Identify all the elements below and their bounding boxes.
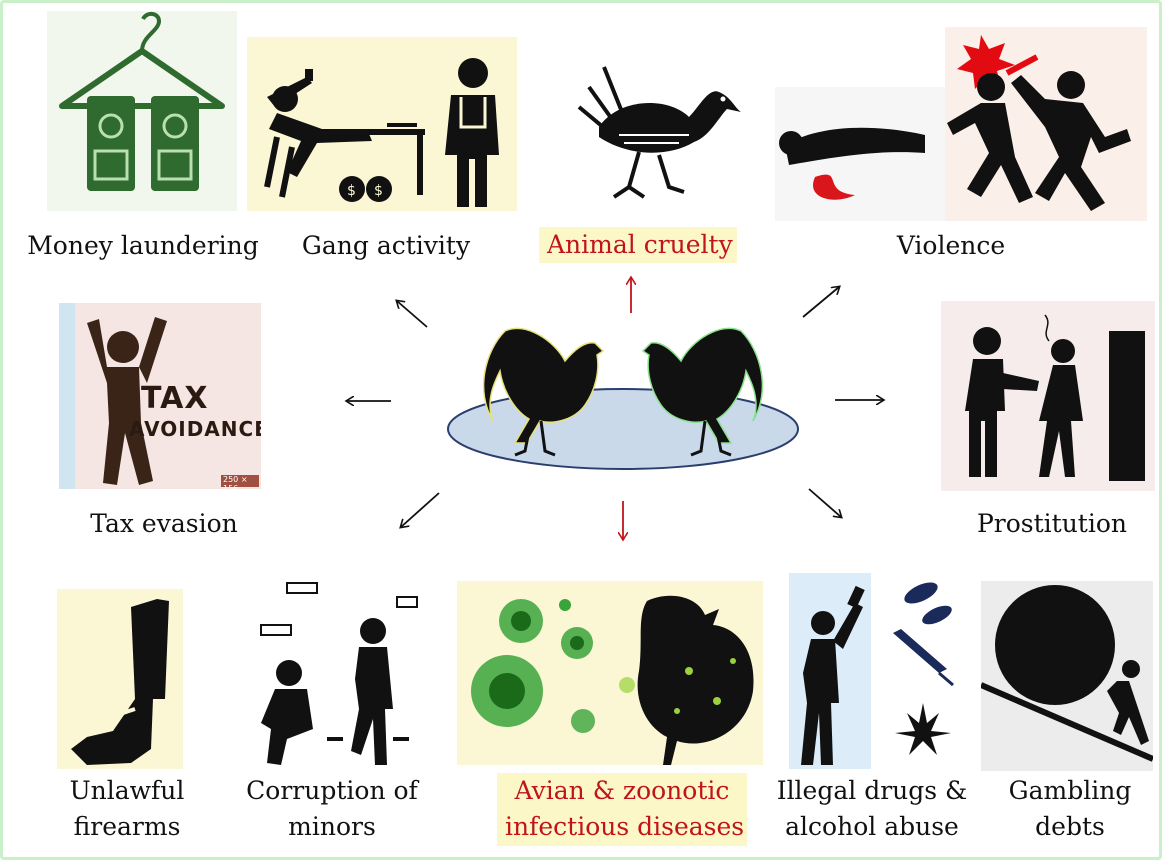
label-avian-diseases: Avian & zoonotic infectious diseases: [497, 773, 747, 846]
label-drugs-line2: alcohol abuse: [785, 812, 959, 842]
tax-image-line1: TAX: [141, 381, 209, 416]
illegal-drugs-image: [789, 573, 959, 769]
label-gang-activity: Gang activity: [301, 231, 471, 260]
fighting-roosters-icon: [445, 321, 801, 473]
unlawful-firearms-image: [57, 589, 183, 769]
money-laundering-image: [47, 11, 237, 211]
tax-image-size-tag: 250 × 156: [223, 475, 248, 489]
label-avian-line2: infectious diseases: [505, 812, 745, 842]
label-corruption-line2: minors: [288, 812, 376, 842]
label-gambling-line1: Gambling: [1008, 776, 1132, 805]
arrow-to-violence: [802, 287, 839, 318]
svg-text:$: $: [347, 183, 356, 199]
label-unlawful-firearms: Unlawful firearms: [47, 773, 207, 846]
tax-image-line2: AVOIDANCE: [129, 417, 261, 441]
label-drugs-line1: Illegal drugs &: [776, 776, 968, 805]
arrow-to-corruption-of-minors: [401, 492, 440, 527]
avian-diseases-image: [457, 581, 763, 765]
label-gambling-line2: debts: [1035, 812, 1105, 842]
label-money-laundering: Money laundering: [27, 231, 259, 260]
gambling-debts-image: [981, 581, 1153, 771]
animal-cruelty-image: [559, 47, 751, 213]
label-tax-evasion: Tax evasion: [90, 509, 238, 538]
corruption-of-minors-image: [247, 579, 419, 771]
label-illegal-drugs: Illegal drugs & alcohol abuse: [773, 773, 971, 846]
prostitution-image: [941, 301, 1155, 491]
arrow-to-gang-activity: [397, 301, 428, 328]
label-unlawful-firearms-line2: firearms: [73, 812, 181, 842]
label-unlawful-firearms-line1: Unlawful: [69, 776, 185, 805]
label-prostitution: Prostitution: [976, 509, 1128, 538]
label-corruption-line1: Corruption of: [246, 776, 418, 805]
gang-activity-image: $ $: [247, 37, 517, 211]
tax-evasion-image: TAX AVOIDANCE 250 × 156: [59, 303, 261, 489]
label-gambling-debts: Gambling debts: [993, 773, 1147, 846]
label-avian-line1: Avian & zoonotic: [514, 776, 730, 805]
svg-text:$: $: [374, 183, 383, 199]
label-corruption-of-minors: Corruption of minors: [235, 773, 429, 846]
arrow-to-illegal-drugs: [808, 488, 841, 517]
violence-image: [775, 27, 1147, 221]
label-animal-cruelty: Animal cruelty: [539, 227, 737, 264]
label-violence: Violence: [896, 231, 1006, 260]
